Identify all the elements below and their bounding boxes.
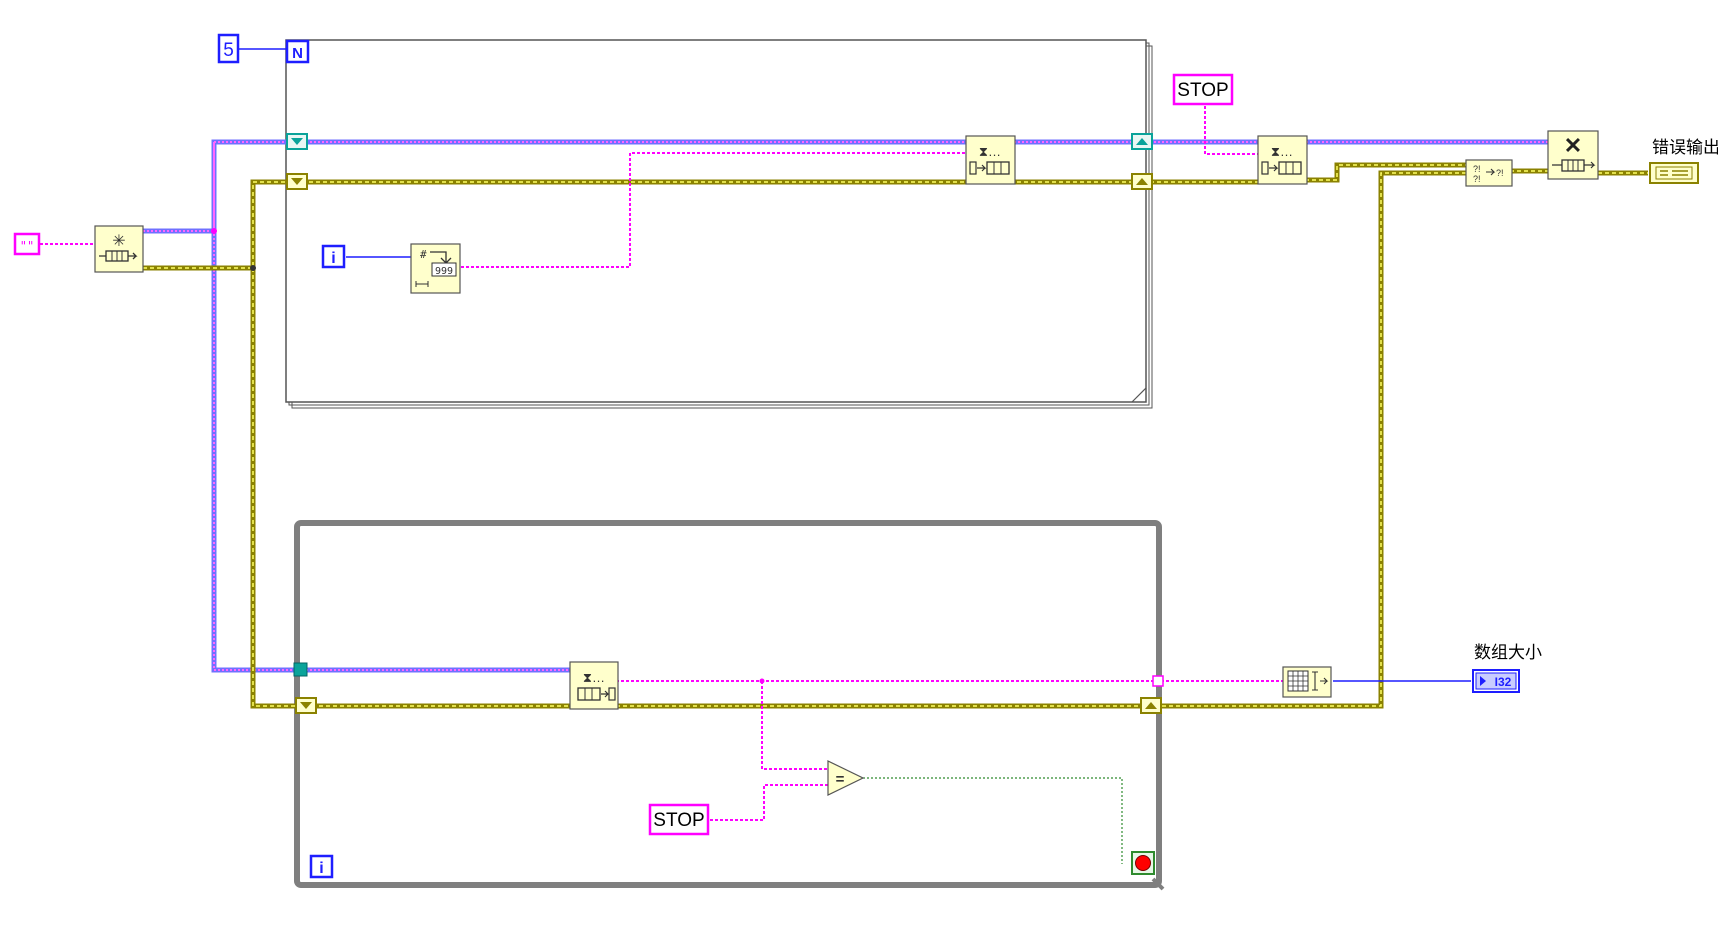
svg-text:I32: I32	[1495, 675, 1512, 689]
svg-text:⧗…: ⧗…	[1271, 144, 1293, 159]
queue-refnum-wire[interactable]	[143, 139, 1548, 673]
loop-count-constant[interactable]: 5	[217, 33, 240, 64]
svg-text:5: 5	[223, 40, 234, 61]
numeric-wire[interactable]	[238, 48, 1471, 682]
while-string-tunnel[interactable]	[1152, 675, 1164, 687]
dequeue-element-node[interactable]: ⧗…	[569, 661, 619, 710]
count-terminal: N	[285, 39, 310, 64]
svg-text:N: N	[292, 45, 303, 62]
for-loop[interactable]	[285, 39, 1153, 409]
string-junction	[759, 678, 765, 684]
release-queue-node[interactable]: ✕	[1547, 130, 1599, 180]
error-wire[interactable]	[143, 162, 1648, 709]
svg-text:STOP: STOP	[653, 810, 704, 831]
stop-condition-terminal[interactable]	[1131, 851, 1155, 875]
svg-text:=: =	[836, 771, 845, 788]
svg-text:999: 999	[435, 266, 453, 277]
svg-text:#: #	[420, 248, 427, 261]
while-refnum-tunnel[interactable]	[293, 662, 308, 677]
merge-errors-node[interactable]: ?! ?! ?!	[1465, 159, 1513, 187]
enqueue-element-node-for-loop[interactable]: ⧗…	[965, 135, 1016, 185]
error-out-indicator[interactable]: 错误输出	[1649, 138, 1718, 184]
shift-register-refnum-right[interactable]	[1131, 133, 1153, 150]
svg-text:?!: ?!	[1473, 174, 1481, 184]
shift-register-error-right[interactable]	[1131, 173, 1153, 190]
stop-constant-bottom[interactable]: STOP	[648, 803, 710, 836]
svg-text:"": ""	[20, 239, 34, 253]
while-loop-iteration-terminal: i	[309, 854, 334, 879]
svg-text:⧗…: ⧗…	[979, 144, 1001, 159]
svg-text:错误输出: 错误输出	[1652, 138, 1718, 158]
svg-text:STOP: STOP	[1177, 80, 1228, 101]
svg-text:?!: ?!	[1473, 164, 1481, 174]
stop-constant-top[interactable]: STOP	[1172, 73, 1234, 106]
array-size-indicator[interactable]: 数组大小 I32	[1472, 643, 1542, 693]
queue-name-constant[interactable]: ""	[13, 232, 41, 256]
number-to-decimal-string-node[interactable]: # 999	[410, 243, 461, 294]
svg-text:⧗…: ⧗…	[583, 670, 605, 685]
refnum-junction	[211, 228, 217, 234]
enqueue-stop-node[interactable]: ⧗…	[1257, 135, 1308, 185]
svg-text:✳: ✳	[112, 233, 125, 250]
svg-text:i: i	[319, 860, 323, 877]
while-shift-register-error-right[interactable]	[1140, 697, 1162, 714]
svg-text:✕: ✕	[1564, 133, 1582, 158]
obtain-queue-node[interactable]: ✳	[94, 225, 144, 273]
shift-register-refnum-left[interactable]	[286, 133, 308, 150]
shift-register-error-left[interactable]	[286, 173, 308, 190]
equal-node[interactable]: =	[827, 760, 865, 796]
svg-text:?!: ?!	[1496, 168, 1504, 178]
svg-text:数组大小: 数组大小	[1474, 643, 1542, 663]
string-wire[interactable]	[40, 101, 1283, 821]
boolean-wire[interactable]	[863, 777, 1123, 864]
for-loop-iteration-terminal: i	[321, 244, 346, 269]
error-junction	[250, 265, 256, 271]
array-size-node[interactable]	[1282, 666, 1332, 698]
while-shift-register-error-left[interactable]	[295, 697, 317, 714]
svg-text:i: i	[331, 250, 335, 267]
